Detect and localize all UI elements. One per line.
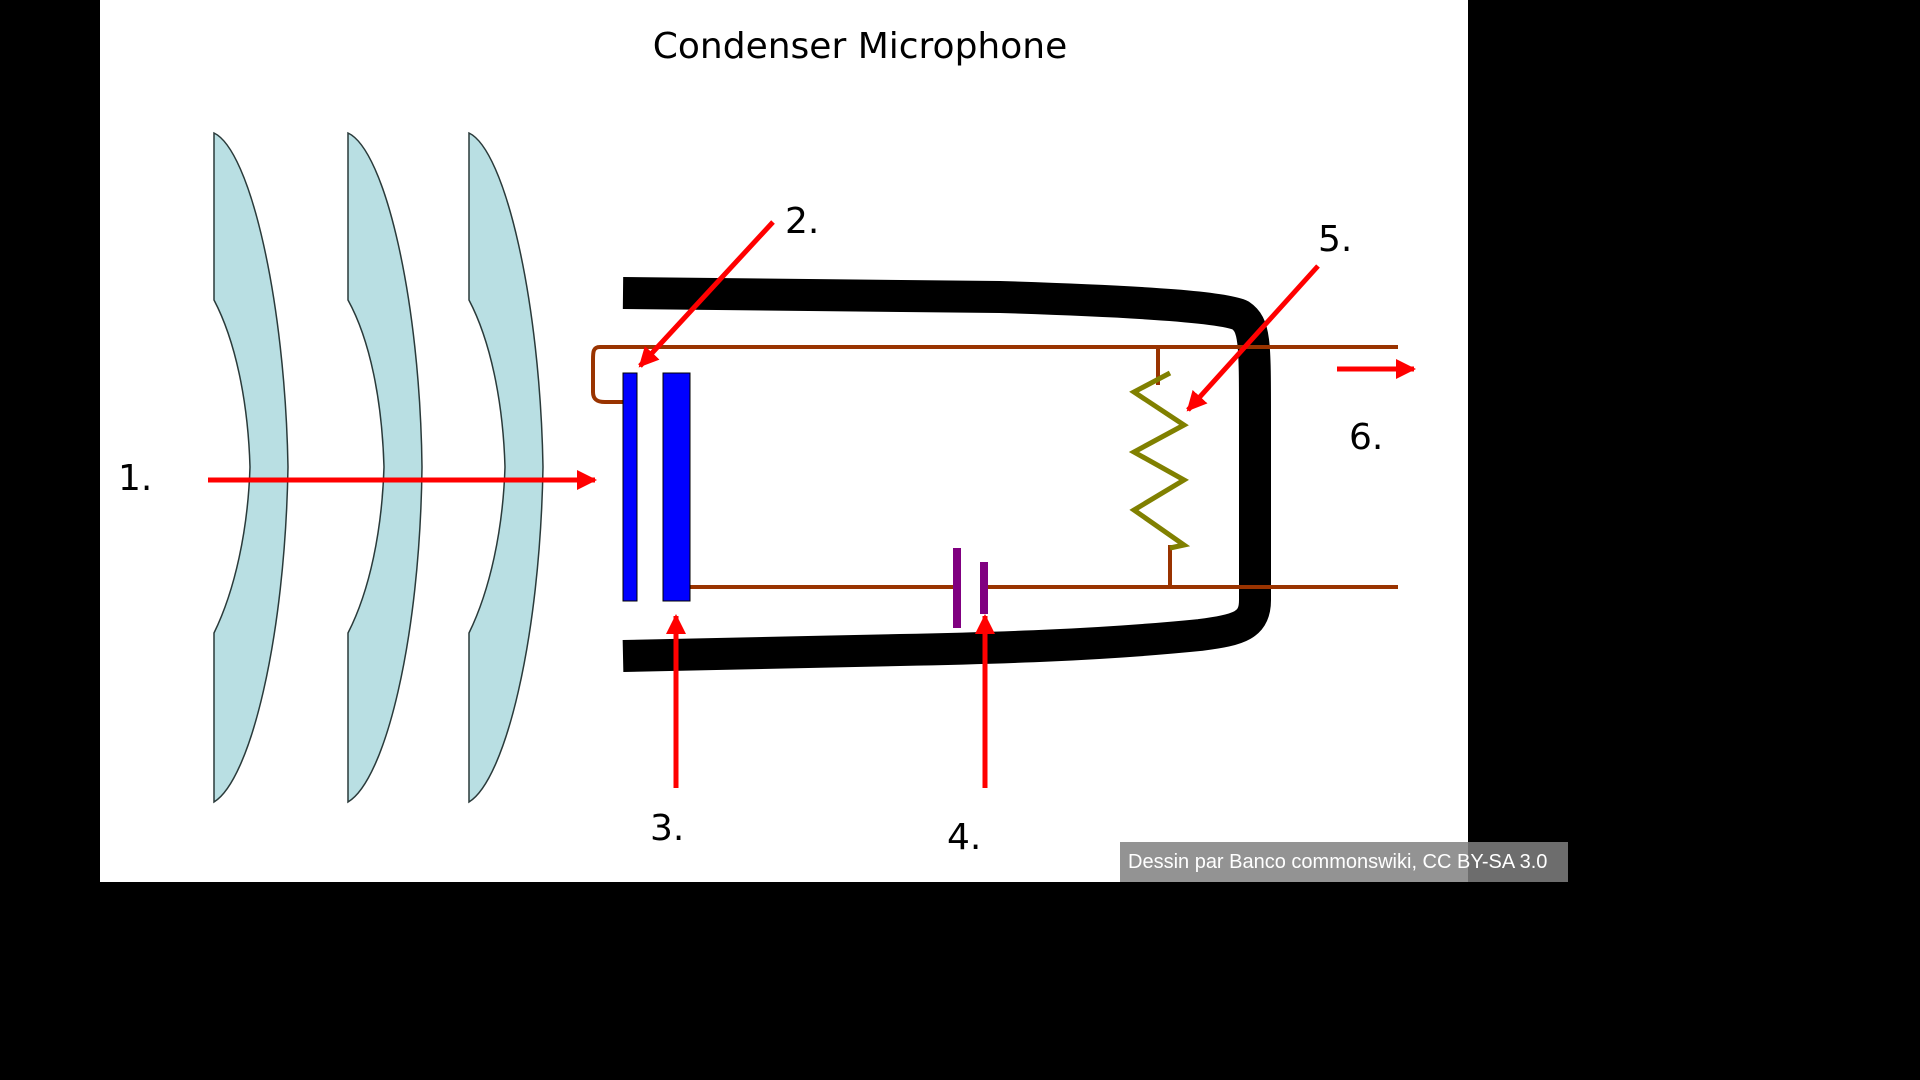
label-1: 1. [118, 458, 152, 499]
sound-wave-2 [347, 131, 423, 804]
label-5: 5. [1318, 219, 1352, 260]
diagram-title: Condenser Microphone [653, 26, 1068, 67]
resistor-zigzag [1128, 370, 1191, 551]
label-4: 4. [947, 817, 981, 858]
image-credit: Dessin par Banco commonswiki, CC BY-SA 3… [1120, 842, 1568, 882]
sound-wave-1 [213, 131, 289, 804]
label-6: 6. [1349, 417, 1383, 458]
condenser-microphone-diagram: Condenser Microphone 1. 2. 3. 4. 5. 6. [118, 26, 1416, 858]
back-plate [662, 372, 691, 602]
top-wire [591, 345, 1398, 404]
label-2: 2. [785, 201, 819, 242]
arrow-5 [1186, 264, 1320, 412]
diaphragm-plate [622, 372, 638, 602]
label-3: 3. [650, 808, 684, 849]
microphone-casing [622, 277, 1271, 672]
arrow-2 [638, 220, 775, 368]
battery-gap [959, 575, 981, 599]
sound-wave-3 [468, 131, 544, 804]
